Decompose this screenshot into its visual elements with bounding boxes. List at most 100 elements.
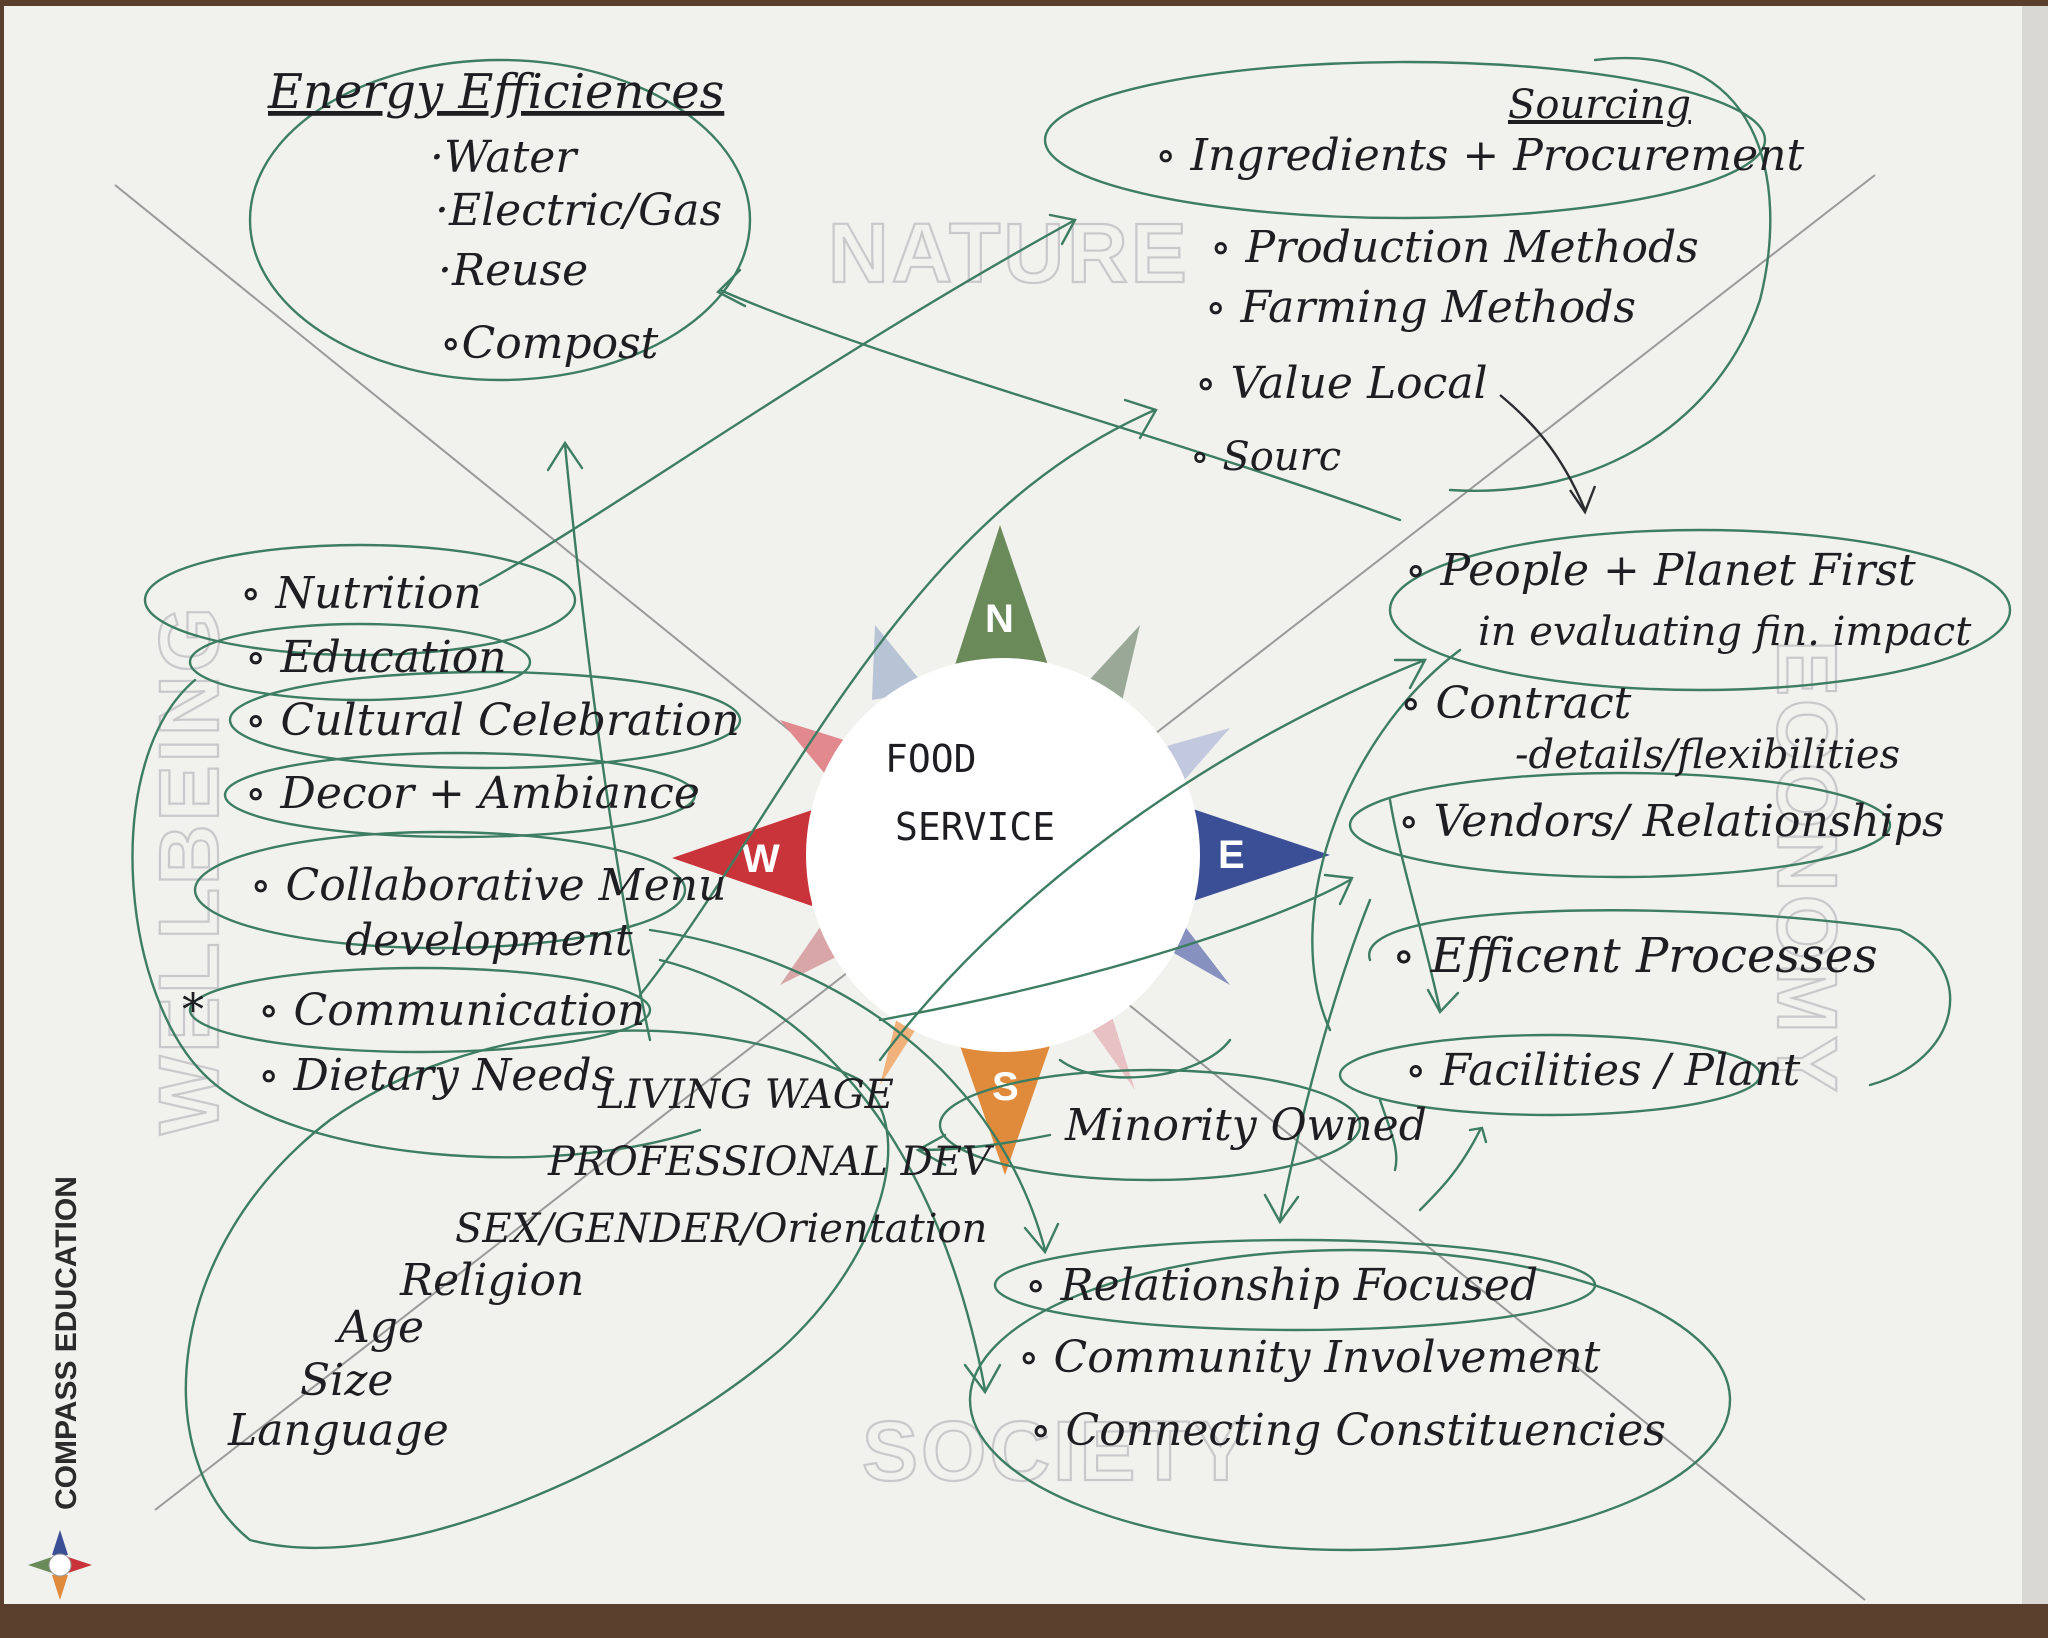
connector-facilities-relationship	[1418, 1128, 1482, 1212]
facilities-loop	[1338, 1033, 1762, 1117]
wellbeing-bracket	[131, 678, 702, 1159]
connector-center-east	[878, 878, 1352, 1022]
minority-loop	[938, 1068, 1362, 1182]
quadrant-label-wellbeing: WELLBEING	[142, 604, 236, 1135]
society-loop	[968, 1248, 1732, 1552]
economy-contract-line1: ∘ Contract	[1400, 678, 1632, 729]
arrowhead-energy	[715, 268, 747, 308]
wellbeing-item-5: ∘ Collaborative Menu	[250, 860, 726, 911]
sourcing-item-1: ∘ Ingredients + Procurement	[1155, 130, 1805, 181]
connector-vendors-facilities	[1388, 798, 1442, 1012]
connector-facilities-people	[1311, 648, 1462, 1032]
sourcing-item-2: ∘ Production Methods	[1210, 222, 1699, 273]
connector-vertical-energy	[563, 443, 652, 1042]
center-title-line1: FOOD	[885, 737, 977, 781]
paper-edge	[2022, 6, 2048, 1604]
education-loop	[188, 622, 532, 702]
energy-title: Energy Efficiences	[267, 64, 724, 120]
diversity-item-5: Age	[334, 1302, 424, 1353]
diversity-item-4: Religion	[399, 1255, 584, 1306]
economy-facilities: ∘ Facilities / Plant	[1405, 1045, 1801, 1096]
arrowhead-nature	[1048, 213, 1077, 246]
sourcing-item-5: ∘ Sourc	[1190, 434, 1341, 480]
people-planet-loop	[1388, 528, 2012, 692]
arrowhead-facilities	[1468, 1126, 1488, 1144]
society-item-1: ∘ Relationship Focused	[1025, 1260, 1538, 1311]
sourcing-item-4: ∘ Value Local	[1195, 358, 1488, 409]
wellbeing-item-3: ∘ Cultural Celebration	[245, 695, 740, 746]
economy-contract-line2: -details/flexibilities	[1515, 732, 1900, 778]
efficient-loop	[1368, 909, 1952, 1087]
wellbeing-item-1: ∘ Nutrition	[240, 568, 482, 619]
arrowhead-local-people	[1569, 485, 1597, 515]
economy-people-line1: ∘ People + Planet First	[1405, 545, 1916, 596]
arrowhead-society	[963, 1363, 1002, 1395]
connector-minority-center	[1058, 1038, 1232, 1079]
connector-menu-relationship	[648, 928, 1047, 1252]
cultural-loop	[228, 670, 742, 770]
communication-loop	[188, 966, 652, 1054]
nutrition-loop	[143, 543, 577, 657]
wellbeing-item-8: ∘ Dietary Needs	[258, 1050, 614, 1101]
menu-loop	[193, 830, 687, 950]
economy-vendors: ∘ Vendors/ Relationships	[1398, 796, 1945, 847]
wellbeing-item-6: development	[345, 915, 633, 966]
energy-item-2: ·Electric/Gas	[435, 185, 722, 236]
energy-item-3: ·Reuse	[438, 245, 588, 296]
diversity-item-1: LIVING WAGE	[597, 1072, 894, 1118]
arrowhead-local	[1123, 398, 1158, 440]
quadrant-label-nature: NATURE	[828, 206, 1190, 300]
energy-loop	[248, 58, 752, 382]
connector-communication-local	[638, 408, 1157, 997]
minority-owned-label: Minority Owned	[1064, 1100, 1427, 1151]
arrowhead-facilities-2	[1426, 988, 1460, 1015]
sourcing-item-3: ∘ Farming Methods	[1205, 282, 1636, 333]
diversity-item-6: Size	[300, 1355, 393, 1406]
connector-diag-people	[878, 658, 1427, 1062]
society-item-3: ∘ Connecting Constituencies	[1030, 1405, 1666, 1456]
east-point	[1190, 808, 1330, 902]
brand-logo-icon	[28, 1530, 92, 1600]
arrowhead-east	[1323, 873, 1354, 906]
wellbeing-item-7: ∘ Communication	[258, 985, 645, 1036]
south-point	[958, 1040, 1052, 1175]
energy-item-1: ·Water	[430, 132, 579, 183]
compass-center	[806, 658, 1200, 1052]
compass-label-w: W	[742, 837, 780, 881]
diversity-item-3: SEX/GENDER/Orientation	[455, 1206, 987, 1252]
connector-local-people	[1499, 394, 1587, 511]
sourcing-heading: Sourcing	[1508, 82, 1691, 128]
diversity-loop	[184, 1029, 890, 1549]
arrowhead-diversity	[915, 1133, 947, 1167]
brand-label: COMPASS EDUCATION	[50, 1176, 83, 1510]
quadrant-label-society: SOCIETY	[862, 1404, 1252, 1498]
society-item-2: ∘ Community Involvement	[1018, 1332, 1601, 1383]
wellbeing-item-4: ∘ Decor + Ambiance	[245, 768, 700, 819]
arrowhead-people	[1393, 658, 1428, 690]
decor-loop	[223, 751, 697, 839]
connector-efficient-relationship	[1278, 898, 1372, 1222]
diversity-item-7: Language	[227, 1405, 449, 1456]
north-point	[955, 525, 1048, 665]
center-title-line2: SERVICE	[895, 805, 1055, 849]
connector-nutrition-nature	[478, 218, 1077, 587]
connector-minority-diversity	[918, 1133, 1052, 1152]
sourcing-bracket	[1448, 57, 1772, 493]
west-point	[672, 810, 812, 906]
compass-label-e: E	[1218, 833, 1245, 877]
diversity-item-2: PROFESSIONAL DEV	[547, 1139, 995, 1185]
economy-efficient: ∘ Efficent Processes	[1392, 928, 1878, 984]
connector-communication-society	[658, 958, 987, 1392]
connector-energy-economy	[718, 288, 1402, 522]
asterisk-mark: *	[182, 985, 204, 1036]
connector-minor-3	[1378, 1098, 1398, 1172]
energy-item-4: ∘Compost	[440, 318, 659, 369]
vendors-loop	[1348, 771, 1892, 879]
arrowhead-relationship	[1023, 1222, 1060, 1255]
arrowhead-rel-2	[1263, 1193, 1300, 1225]
compass-rose: N E S W FOOD SERVICE	[672, 525, 1330, 1175]
wellbeing-item-2: ∘ Education	[245, 632, 507, 683]
ingredients-loop	[1043, 60, 1767, 220]
